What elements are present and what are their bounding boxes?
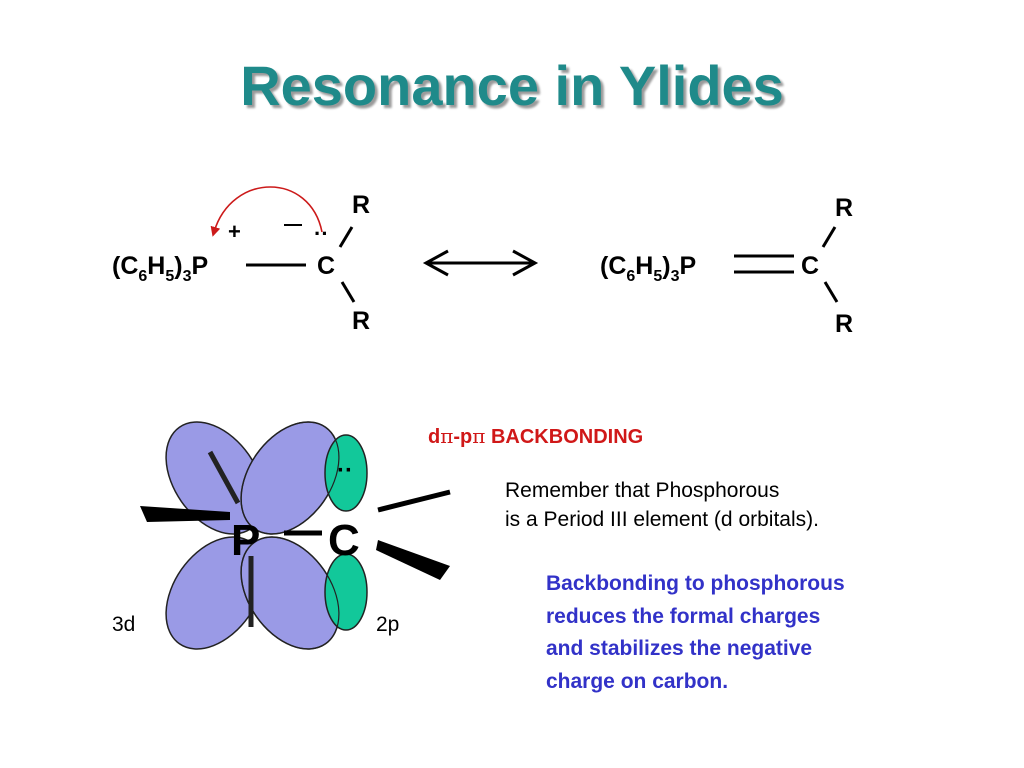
d-orbital-overlap-outline-lower [240,536,340,650]
orbital-phosphorus-atom: P [231,516,260,565]
summary-line: charge on carbon. [546,669,729,693]
substituent-r-top: R [352,191,370,219]
backbonding-heading: dπ-pπ BACKBONDING [428,424,644,448]
ylide-carbon: C [317,252,335,280]
substituent-r-top-right: R [835,194,853,222]
p-orbital-lobe-top [324,434,368,512]
reminder-line: is a Period III element (d orbitals). [505,508,819,532]
period-three-reminder: Remember that Phosphorous is a Period II… [505,476,819,535]
summary-line: reduces the formal charges [546,604,821,628]
carbanion-lone-pair: ·· [314,221,329,246]
triphenylphosphine-group: (C6H5)3P [112,252,208,285]
substituent-r-bottom: R [352,307,370,335]
pi-symbol: π [472,424,486,448]
d-orbital-overlap-outline-upper [240,421,340,535]
substituent-r-bottom-right: R [835,310,853,338]
slide-title: Resonance in Ylides [240,54,784,117]
orbital-carbon-atom: C [328,516,360,565]
summary-line: and stabilizes the negative [546,637,813,661]
d-orbital-lobe-upper-left [165,421,265,535]
orbital-lone-pair: ·· [337,457,353,484]
summary-line: Backbonding to phosphorous [546,572,845,595]
resonance-arrow [422,249,539,277]
backbonding-summary: Backbonding to phosphorous reduces the f… [546,568,845,698]
orbital-label-3d: 3d [112,613,136,636]
pi-symbol: π [440,424,454,448]
c-r-bond-top-right [821,226,837,248]
c-substituent-bond [377,489,451,513]
c-r-bond-bottom [340,281,356,303]
curved-electron-arrow [210,186,323,237]
positive-formal-charge: + [228,219,241,244]
ylide-structure-left: (C6H5)3P C R R + ·· [112,186,370,335]
ylide-structure-right: (C6H5)3P C R R [600,194,853,338]
triphenylphosphine-group-right: (C6H5)3P [600,252,696,285]
c-r-bond-top [338,226,354,248]
orbital-label-2p: 2p [376,613,400,636]
p-substituent-wedge [140,506,230,522]
ylene-carbon: C [801,252,819,280]
c-substituent-wedge [376,540,450,580]
reminder-line: Remember that Phosphorous [505,479,780,502]
c-r-bond-bottom-right [823,281,839,303]
p-orbital-lobe-bottom [324,553,368,631]
p-substituent-bond-up [207,450,241,505]
orbital-diagram: P C ·· [140,421,451,650]
